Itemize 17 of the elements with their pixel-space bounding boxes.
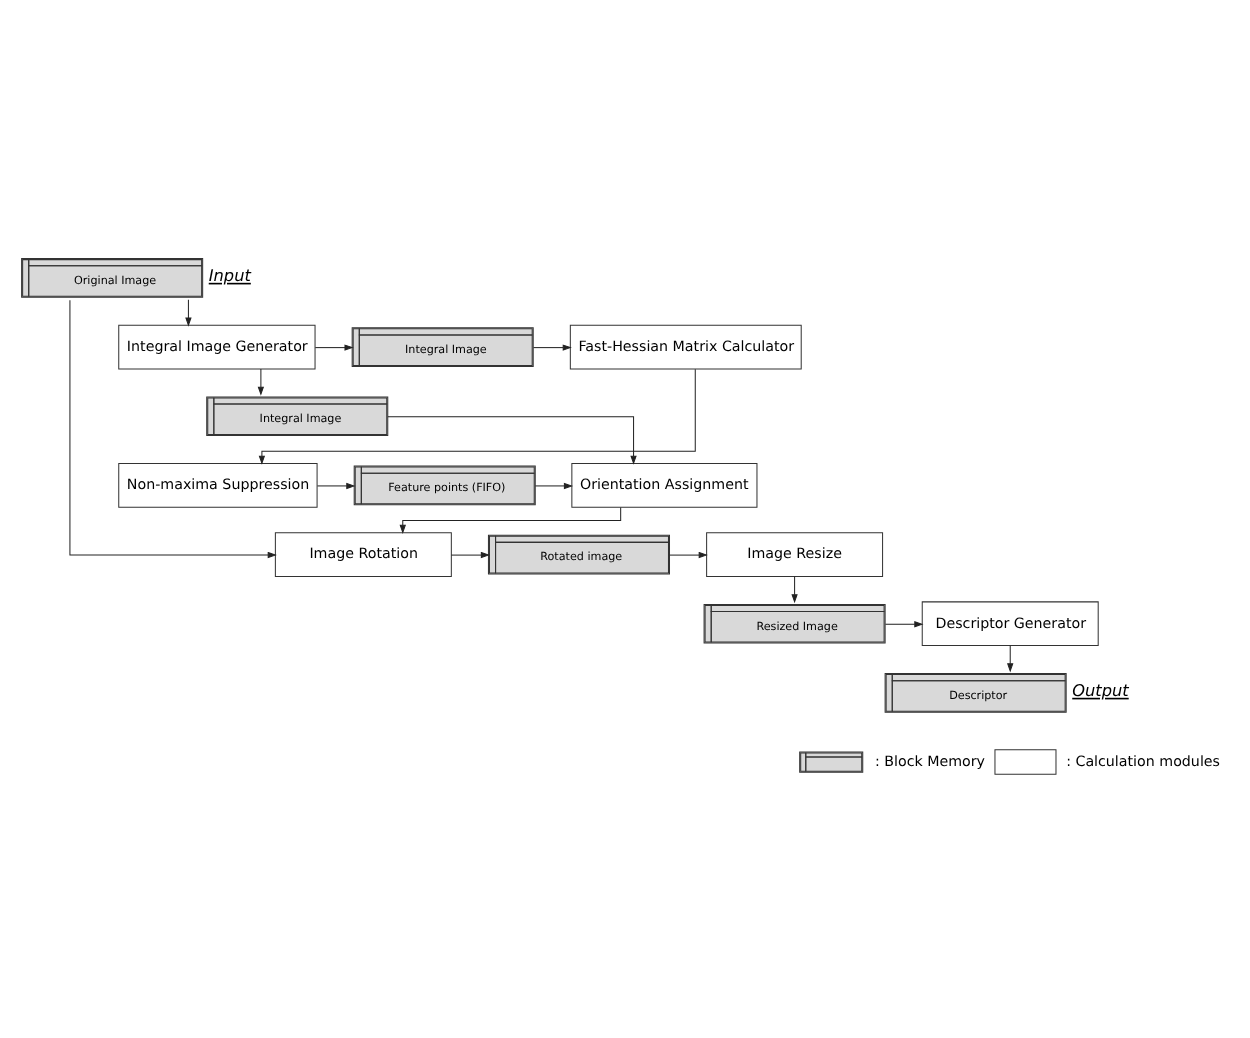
arrow (69, 298, 277, 558)
arrow (669, 550, 708, 558)
node-label: Output (1072, 678, 1129, 699)
arrow (258, 367, 696, 464)
arrow (314, 343, 354, 350)
arrow (791, 574, 798, 603)
node-label: Input (208, 263, 251, 284)
arrow (534, 481, 574, 489)
arrow (387, 415, 637, 464)
arrow (533, 343, 572, 350)
arrow (1007, 644, 1014, 672)
arrow (884, 620, 924, 627)
arrow (316, 481, 356, 489)
arrow (257, 367, 265, 395)
arrow (450, 550, 490, 558)
arrow (399, 505, 622, 533)
arrow (185, 298, 192, 326)
